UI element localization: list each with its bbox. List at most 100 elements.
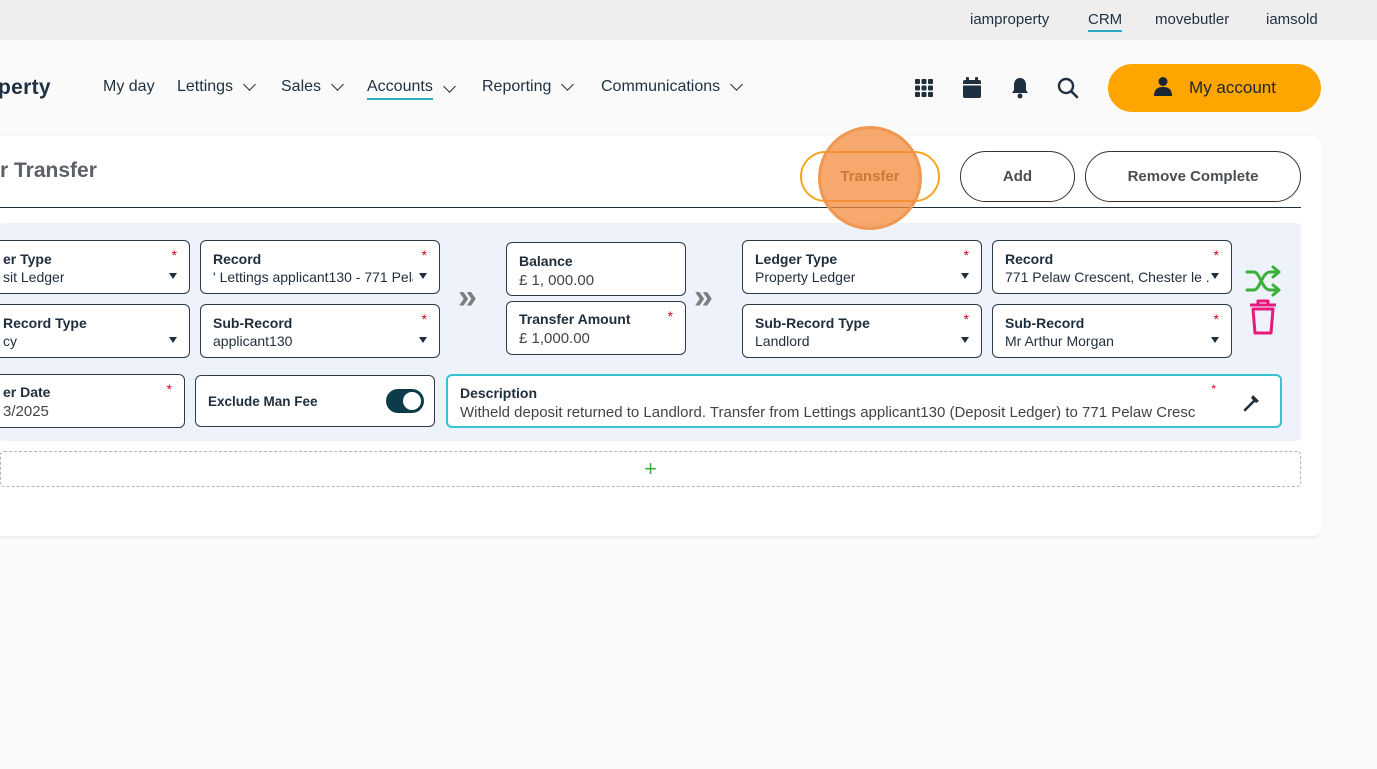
field-value: Landlord [755,333,810,349]
magic-wand-icon[interactable] [1242,392,1262,417]
calendar-icon[interactable] [960,76,984,100]
nav-label: Accounts [367,78,433,100]
field-value: £ 1, 000.00 [519,272,595,289]
chevron-down-icon [331,78,344,91]
transfer-arrow-icon: » [458,278,477,316]
required-mark: * [1211,382,1216,396]
field-label: Sub-Record [1005,315,1085,331]
field-value: Property Ledger [755,269,856,285]
to-sub-record-select[interactable]: Sub-Record * Mr Arthur Morgan [992,304,1232,358]
field-value: £ 1,000.00 [519,330,590,347]
to-sub-record-type-select[interactable]: Sub-Record Type * Landlord [742,304,982,358]
bell-icon[interactable] [1008,76,1032,100]
page-title: r Transfer [0,159,97,182]
field-value: Mr Arthur Morgan [1005,333,1114,349]
caret-down-icon [961,337,969,343]
field-value: cy [3,333,17,349]
add-row-button[interactable]: + [0,451,1301,487]
balance-field: Balance £ 1, 000.00 [506,242,686,296]
user-icon [1153,76,1173,101]
caret-down-icon [169,337,177,343]
grid-icon[interactable] [912,76,936,100]
nav-reporting[interactable]: Reporting [482,78,575,96]
required-mark: * [421,247,427,263]
field-label: er Date [3,384,51,400]
required-mark: * [963,311,969,327]
transfer-date-input[interactable]: er Date * 3/2025 [0,374,185,428]
brand-bar: iamproperty CRM movebutler iamsold [0,0,1377,40]
field-label: Record [1005,251,1054,267]
field-label: Transfer Amount [519,311,631,327]
shuffle-icon[interactable] [1244,264,1284,298]
from-ledger-type-select[interactable]: er Type * sit Ledger [0,240,190,294]
exclude-man-fee-field: Exclude Man Fee [195,375,435,427]
nav-accounts[interactable]: Accounts [367,78,456,100]
field-label: Sub-Record [213,315,293,331]
field-value: 771 Pelaw Crescent, Chester le ... [1005,269,1210,285]
chevron-down-icon [561,78,575,91]
to-record-select[interactable]: Record * 771 Pelaw Crescent, Chester le … [992,240,1232,294]
nav-label: Sales [281,78,322,95]
from-record-select[interactable]: Record * ' Lettings applicant130 - 771 P… [200,240,440,294]
required-mark: * [1213,247,1219,263]
description-input[interactable]: Description * Witheld deposit returned t… [446,374,1282,428]
transfer-arrow-icon: » [694,278,713,316]
field-label: Ledger Type [755,251,838,267]
caret-down-icon [419,337,427,343]
required-mark: * [1213,311,1219,327]
field-label: Sub-Record Type [755,315,870,331]
field-label: Record [213,251,262,267]
brand-link-iamproperty[interactable]: iamproperty [970,11,1050,28]
nav-communications[interactable]: Communications [601,78,744,96]
page-gutter [1321,40,1377,769]
field-label: Description [460,385,538,401]
chevron-down-icon [442,80,456,93]
required-mark: * [166,381,172,397]
search-icon[interactable] [1056,76,1080,100]
add-button[interactable]: Add [960,151,1075,202]
from-sub-record-type-select[interactable]: Record Type cy [0,304,190,358]
remove-complete-button[interactable]: Remove Complete [1085,151,1301,202]
main-header: perty My day Lettings Sales Accounts Rep… [0,40,1377,136]
required-mark: * [171,247,177,263]
nav-my-day[interactable]: My day [103,78,155,96]
nav-label: Lettings [177,78,234,95]
brand-link-movebutler[interactable]: movebutler [1155,11,1230,28]
my-account-label: My account [1189,78,1276,97]
nav-label: Communications [601,78,721,95]
field-value: Witheld deposit returned to Landlord. Tr… [460,404,1196,421]
to-ledger-type-select[interactable]: Ledger Type * Property Ledger [742,240,982,294]
nav-label: My day [103,78,155,95]
nav-sales[interactable]: Sales [281,78,344,96]
required-mark: * [421,311,427,327]
transfer-button[interactable]: Transfer [800,151,940,202]
caret-down-icon [169,273,177,279]
my-account-button[interactable]: My account [1108,64,1321,112]
from-sub-record-select[interactable]: Sub-Record * applicant130 [200,304,440,358]
chevron-down-icon [243,78,256,91]
required-mark: * [667,308,673,324]
transfer-amount-input[interactable]: Transfer Amount * £ 1,000.00 [506,301,686,355]
brand-link-crm[interactable]: CRM [1088,11,1123,32]
logo[interactable]: perty [0,76,51,99]
field-label: Balance [519,253,573,269]
caret-down-icon [419,273,427,279]
field-label: Exclude Man Fee [208,394,318,409]
title-divider [0,207,1301,208]
toggle-knob [403,392,421,410]
field-value: sit Ledger [3,269,65,285]
field-value: 3/2025 [3,403,49,420]
delete-icon[interactable] [1247,298,1279,336]
brand-link-iamsold[interactable]: iamsold [1266,11,1318,28]
field-value: ' Lettings applicant130 - 771 Pelaw [213,269,413,285]
field-label: Record Type [3,315,87,331]
caret-down-icon [1211,337,1219,343]
field-value: applicant130 [213,333,293,349]
required-mark: * [963,247,969,263]
exclude-man-fee-toggle[interactable] [386,389,424,413]
caret-down-icon [961,273,969,279]
field-label: er Type [3,251,52,267]
chevron-down-icon [730,78,744,91]
nav-lettings[interactable]: Lettings [177,78,256,96]
nav-label: Reporting [482,78,552,95]
